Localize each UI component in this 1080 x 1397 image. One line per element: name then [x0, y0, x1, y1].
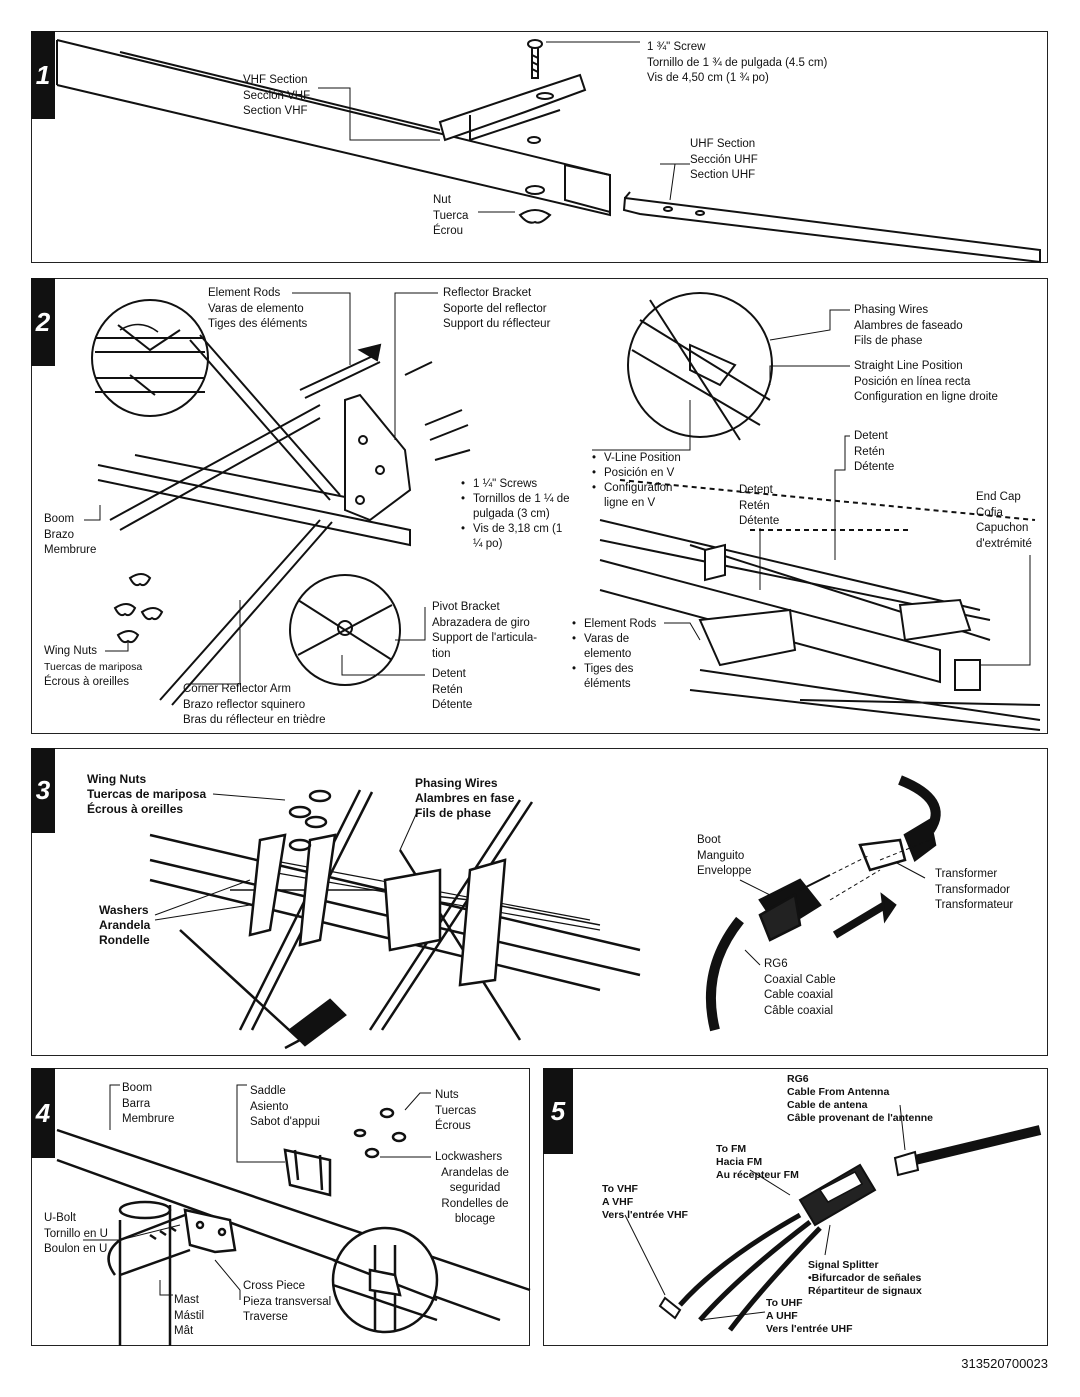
step-4-number: 4	[31, 1068, 55, 1158]
step-2-illustration	[84, 292, 1041, 731]
step-3-panel	[31, 748, 1048, 1056]
step-1-number: 1	[31, 31, 55, 119]
step-1-panel	[31, 31, 1048, 263]
step-2-vline-label: •V-Line Position •Posición en V •Configu…	[592, 452, 681, 509]
step-3-number: 3	[31, 748, 55, 833]
step-1-illustration	[56, 39, 1041, 264]
step-5-number: 5	[543, 1068, 573, 1154]
document-number: 313520700023	[961, 1356, 1048, 1371]
step-5-panel	[543, 1068, 1048, 1346]
step-3-illustration	[149, 775, 941, 1050]
step-4-lockwashers-label: Lockwashers Arandelas de seguridad Ronde…	[435, 1151, 509, 1225]
step-2-screws-label: •1 ¼" Screws •Tornillos de 1 ¼ de pulgad…	[461, 478, 570, 550]
step-2-wing-nuts-label: Wing Nuts Tuercas de mariposa Écrous à o…	[44, 645, 143, 688]
step-2-element-rods-label-b: •Element Rods •Varas de elemento •Tiges …	[572, 618, 657, 690]
step-2-number: 2	[31, 278, 55, 366]
